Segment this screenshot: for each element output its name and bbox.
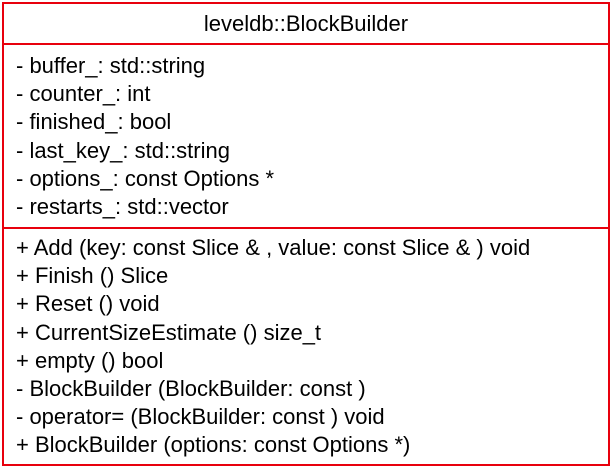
operation-reset: + Reset () void <box>16 291 160 317</box>
attribute-finished: - finished_: bool <box>16 109 172 135</box>
operation-empty: + empty () bool <box>16 347 164 373</box>
operation-add: + Add (key: const Slice & , value: const… <box>16 235 531 260</box>
attribute-buffer: - buffer_: std::string <box>16 53 206 78</box>
operation-finish: + Finish () Slice <box>16 263 169 289</box>
operations-compartment: + Add (key: const Slice & , value: const… <box>4 229 608 464</box>
operation-constructor: + BlockBuilder (options: const Options *… <box>16 432 411 458</box>
operation-copy-constructor: - BlockBuilder (BlockBuilder: const ) <box>16 376 366 402</box>
attribute-last-key: - last_key_: std::string <box>16 137 230 163</box>
attribute-restarts: - restarts_: std::vector <box>16 194 229 220</box>
class-name: leveldb::BlockBuilder <box>4 4 608 45</box>
attribute-counter: - counter_: int <box>16 81 151 107</box>
operation-assign: - operator= (BlockBuilder: const ) void <box>16 404 385 430</box>
operation-current-size-estimate: + CurrentSizeEstimate () size_t <box>16 319 322 345</box>
attribute-options: - options_: const Options * <box>16 165 275 191</box>
attributes-compartment: - buffer_: std::string - counter_: int -… <box>4 45 608 229</box>
